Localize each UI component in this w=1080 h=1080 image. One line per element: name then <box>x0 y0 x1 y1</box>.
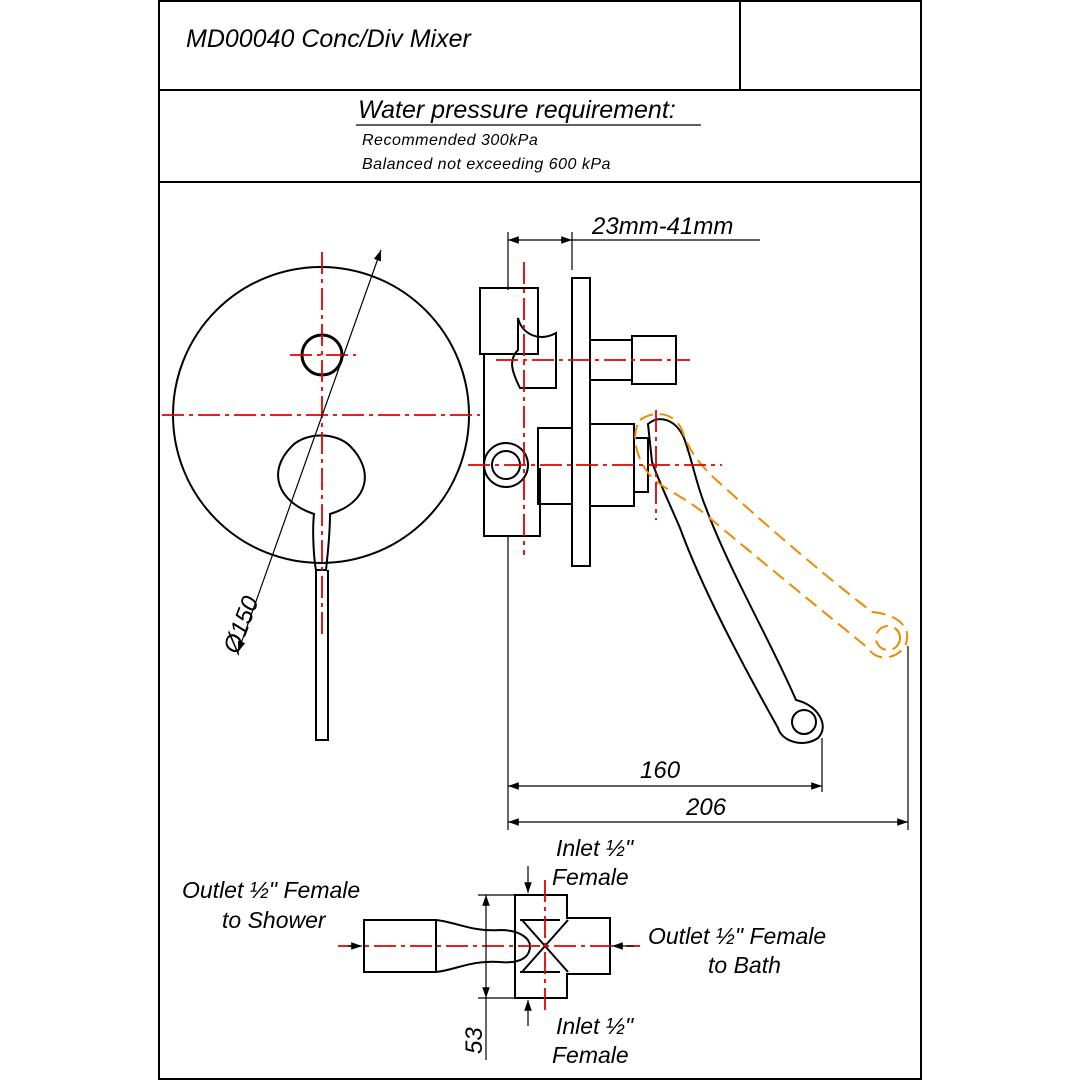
inlet-bottom-type: Female <box>552 1042 629 1068</box>
lever-alternate-position <box>634 413 909 659</box>
cover-plate-side <box>571 277 591 567</box>
pressure-note: Water pressure requirement: Recommended … <box>356 96 701 173</box>
plan-view: 53 Inlet ½" Female Inlet ½" Female Outle… <box>182 835 826 1068</box>
diameter-dimension-line <box>237 249 382 653</box>
drawing-title: MD00040 Conc/Div Mixer <box>186 25 472 53</box>
plate-diameter-label: Ø150 <box>218 592 265 658</box>
wall-depth-label: 23mm-41mm <box>591 213 733 240</box>
lever-stem <box>315 570 329 741</box>
lever-side <box>646 418 824 744</box>
body-height-label: 53 <box>461 1027 488 1054</box>
side-view: 23mm-41mm 160 206 <box>468 213 909 830</box>
inlet-bottom-label: Inlet ½" <box>556 1013 635 1039</box>
pressure-balanced: Balanced not exceeding 600 kPa <box>362 156 611 173</box>
overall-length-label: 206 <box>685 794 727 821</box>
outlet-shower-label: Outlet ½" Female <box>182 877 360 903</box>
outlet-bath-destination: to Bath <box>708 952 781 978</box>
pressure-heading: Water pressure requirement: <box>358 96 676 124</box>
lever-tip-hole <box>791 709 817 735</box>
pressure-recommended: Recommended 300kPa <box>362 132 538 149</box>
title-block: MD00040 Conc/Div Mixer <box>158 0 922 1080</box>
front-view: Ø150 <box>162 249 480 741</box>
lever-alternate-tip-hole <box>875 625 901 651</box>
inlet-top-type: Female <box>552 864 629 890</box>
outlet-shower-destination: to Shower <box>222 907 327 933</box>
lever-length-label: 160 <box>640 757 681 784</box>
inlet-top-label: Inlet ½" <box>556 835 635 861</box>
outlet-bath-label: Outlet ½" Female <box>648 923 826 949</box>
